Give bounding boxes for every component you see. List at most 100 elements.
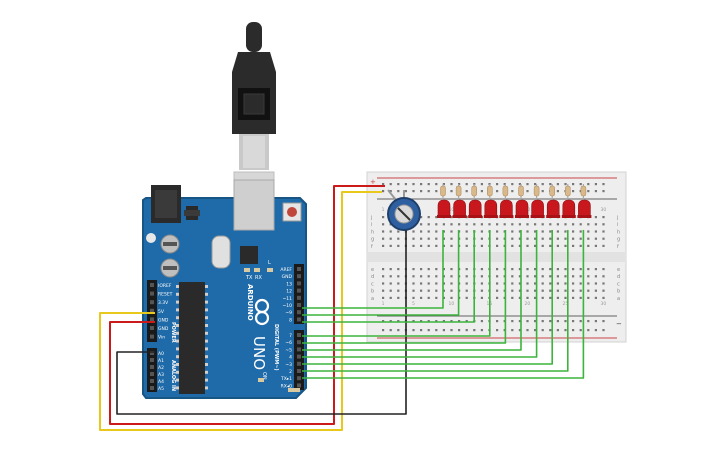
usb-port: [233, 179, 275, 231]
analog-header-pin-label: A0: [158, 351, 164, 357]
capacitors: [146, 233, 180, 278]
rx-led: [254, 268, 260, 272]
resistor[interactable]: [502, 185, 509, 197]
resistor[interactable]: [549, 185, 555, 197]
digital-header-pin-label: GND: [282, 274, 293, 280]
signal-wire[interactable]: [302, 230, 491, 337]
analog-header-pin[interactable]: [150, 386, 154, 390]
digital-header-pin-label: ~10: [283, 303, 293, 309]
led[interactable]: [468, 184, 483, 218]
resistor[interactable]: [518, 185, 524, 197]
signal-wire[interactable]: [302, 230, 522, 351]
led-array: [437, 184, 592, 218]
power-header-pin[interactable]: [150, 317, 154, 322]
tx-led: [244, 268, 250, 272]
analog-header-pin[interactable]: [150, 365, 154, 369]
power-header-pin-label: 5V: [158, 309, 165, 315]
digital-header-pin[interactable]: [297, 383, 301, 388]
digital-header-pin[interactable]: [297, 333, 301, 337]
signal-wire[interactable]: [302, 230, 460, 316]
analog-header-pin[interactable]: [150, 372, 154, 376]
digital-header-pin[interactable]: [297, 347, 301, 352]
bb-col-number: 30: [601, 301, 607, 307]
digital-header-pin-label: ~5: [285, 347, 292, 353]
digital-header-pin-label: 13: [286, 281, 292, 287]
signal-wire[interactable]: [302, 230, 476, 323]
signal-wire[interactable]: [302, 230, 538, 358]
svg-text:ARDUINO: ARDUINO: [246, 284, 254, 321]
power-wire-5v[interactable]: [109, 185, 382, 425]
wires: [99, 185, 585, 431]
resistor[interactable]: [471, 185, 477, 197]
arduino-uno-board[interactable]: TX RX L ARDUINO UNO ON IOREFRESET3.3V5VG…: [142, 179, 307, 399]
signal-wire[interactable]: [302, 230, 585, 379]
resistor[interactable]: [487, 185, 493, 197]
resistor[interactable]: [565, 185, 571, 197]
analog-header-pin-label: A5: [158, 386, 164, 392]
bb-row-letter: c: [617, 281, 620, 287]
power-header-pin[interactable]: [150, 291, 154, 296]
led[interactable]: [452, 184, 467, 218]
led[interactable]: [530, 184, 545, 218]
digital-header-pin-label: ~9: [285, 310, 292, 316]
analog-header-pin[interactable]: [150, 358, 154, 362]
power-header-pin[interactable]: [150, 300, 154, 305]
bb-row-letter: i: [371, 222, 372, 228]
digital-header-pin[interactable]: [297, 303, 301, 307]
digital-header-pin[interactable]: [297, 310, 301, 315]
digital-header-pin[interactable]: [297, 281, 301, 286]
signal-wire[interactable]: [302, 230, 554, 365]
resistor[interactable]: [580, 185, 587, 197]
power-header-pin[interactable]: [150, 326, 154, 330]
digital-header-pin[interactable]: [297, 369, 301, 373]
led-body: [515, 199, 529, 217]
digital-header-pin[interactable]: [297, 274, 301, 279]
power-header-pin[interactable]: [150, 308, 154, 313]
bb-row-letter: c: [371, 281, 374, 287]
led[interactable]: [577, 184, 592, 218]
potentiometer[interactable]: [387, 189, 421, 231]
led[interactable]: [499, 184, 514, 218]
resistor[interactable]: [533, 185, 540, 197]
digital-header-pin[interactable]: [297, 317, 301, 322]
signal-wire[interactable]: [302, 230, 569, 372]
wiper-wire-a0[interactable]: [99, 191, 382, 431]
bb-row-letter: g: [371, 237, 374, 243]
power-header-pin[interactable]: [150, 334, 154, 339]
digital-header-pin[interactable]: [297, 295, 301, 300]
led[interactable]: [546, 184, 561, 218]
led[interactable]: [437, 184, 451, 218]
analog-header-label: ANALOG IN: [170, 360, 176, 391]
digital-header-pin[interactable]: [297, 267, 301, 271]
digital-header-pin[interactable]: [297, 340, 301, 345]
signal-wire[interactable]: [302, 230, 444, 309]
digital-header-pin[interactable]: [297, 361, 301, 366]
digital-header-pin[interactable]: [297, 376, 301, 381]
signal-wire[interactable]: [302, 230, 507, 344]
bb-col-number: 25: [563, 301, 569, 307]
analog-header-pin[interactable]: [150, 379, 154, 383]
digital-header-pin[interactable]: [297, 288, 301, 293]
on-led-label: ON: [261, 372, 267, 380]
led[interactable]: [561, 184, 576, 218]
tx-led-label: TX: [245, 275, 253, 281]
atmega-chip: [179, 282, 205, 394]
rail-plus-label: +: [370, 178, 376, 186]
analog-header-pin[interactable]: [150, 351, 154, 355]
led-body: [500, 199, 513, 217]
power-header-pin[interactable]: [150, 283, 154, 287]
resistor[interactable]: [455, 185, 462, 197]
bb-row-letter: h: [371, 229, 374, 235]
ground-wire[interactable]: [116, 226, 407, 415]
led[interactable]: [515, 184, 529, 218]
bb-row-letter: h: [617, 229, 620, 235]
resistor[interactable]: [440, 185, 446, 197]
bb-col-number: 1: [382, 207, 385, 213]
digital-header-pin[interactable]: [297, 354, 301, 359]
led-body: [468, 199, 482, 217]
led[interactable]: [483, 184, 498, 218]
power-header-pin-label: IOREF: [158, 283, 172, 289]
